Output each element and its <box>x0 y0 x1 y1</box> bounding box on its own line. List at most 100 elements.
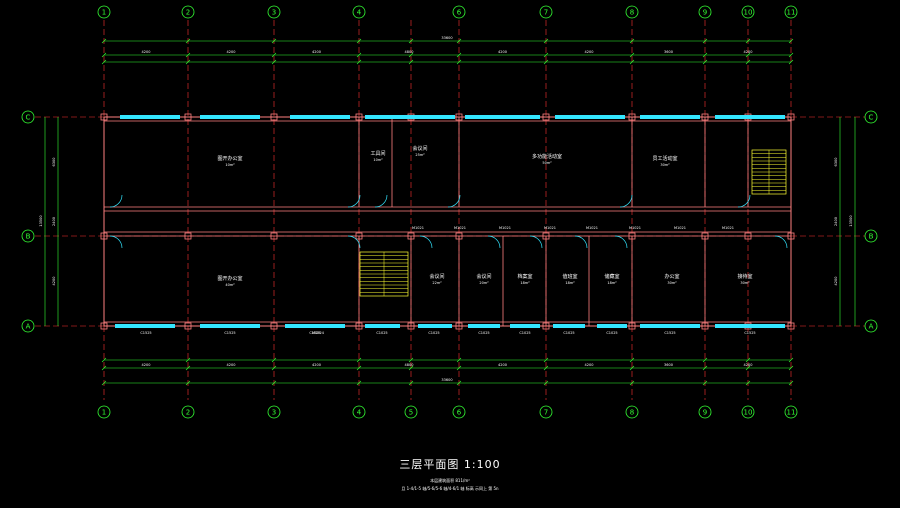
door-swing <box>529 235 543 249</box>
column <box>787 232 795 240</box>
column <box>184 232 192 240</box>
axis-bubble-bottom-9: 9 <box>698 405 712 419</box>
dim-top-span: 4200 <box>744 50 753 54</box>
column <box>355 113 363 121</box>
column <box>100 322 108 330</box>
dim-tick <box>745 365 751 371</box>
dim-tick <box>745 59 751 65</box>
room-area: 25m² <box>415 153 425 157</box>
room-name: 工具间 <box>370 150 385 157</box>
column <box>355 232 363 240</box>
window-bottom <box>468 324 500 328</box>
dim-tick <box>185 357 191 363</box>
axis-bubble-circle <box>21 319 35 333</box>
dim-tick <box>788 59 794 65</box>
axis-bubble-circle <box>539 5 553 19</box>
window-bottom <box>510 324 540 328</box>
axis-bubble-top-4: 4 <box>352 5 366 19</box>
dim-tick <box>629 365 635 371</box>
column <box>455 113 463 121</box>
dim-tick <box>543 59 549 65</box>
room-name: 图开办公室 <box>217 155 242 162</box>
door-tag: M1021 <box>544 226 556 230</box>
dim-tick <box>185 52 191 58</box>
axis-bubble-circle <box>625 5 639 19</box>
dim-tick <box>456 59 462 65</box>
window-tag: C1025 <box>606 331 617 335</box>
column <box>184 113 192 121</box>
axis-bubble-label: 2 <box>186 409 190 417</box>
dim-tick <box>456 38 462 44</box>
stair-central <box>359 251 409 297</box>
dim-tick <box>543 52 549 58</box>
door-swing <box>347 235 361 249</box>
axis-bubble-circle <box>404 405 418 419</box>
window-top <box>290 115 350 119</box>
dim-right-side: 4200 <box>834 277 838 286</box>
room-name: 会议间 <box>412 145 427 152</box>
axis-bubble-label: B <box>26 233 31 241</box>
door-tag: M1021 <box>722 226 734 230</box>
dim-overall-top: 33600 <box>441 36 452 40</box>
axis-bubble-circle <box>21 229 35 243</box>
dim-tick <box>185 365 191 371</box>
stair-east <box>751 149 787 195</box>
room-area: 18m² <box>607 281 617 285</box>
column <box>100 113 108 121</box>
window-bottom <box>365 324 400 328</box>
dim-left-side: 4200 <box>52 277 56 286</box>
dimension-lines <box>44 38 856 386</box>
dim-left-side: 2400 <box>52 217 56 226</box>
column <box>787 113 795 121</box>
room-name: 员工活动室 <box>652 155 677 162</box>
axis-bubble-label: 7 <box>544 409 548 417</box>
door-swing <box>487 235 501 249</box>
dim-tick <box>271 38 277 44</box>
window-top <box>465 115 540 119</box>
column <box>542 113 550 121</box>
dim-bottom-span: 3600 <box>664 363 673 367</box>
axis-bubble-circle <box>741 405 755 419</box>
axis-bubble-bottom-2: 2 <box>181 405 195 419</box>
axis-bubble-circle <box>864 110 878 124</box>
axis-bubble-label: 9 <box>703 409 707 417</box>
dim-tick <box>788 357 794 363</box>
dim-tick <box>745 52 751 58</box>
dim-tick <box>356 380 362 386</box>
axis-bubble-bottom-1: 1 <box>97 405 111 419</box>
axis-bubble-label: 3 <box>272 409 276 417</box>
axis-bubble-circle <box>352 5 366 19</box>
window-top <box>365 115 455 119</box>
window-tag: C1025 <box>478 331 489 335</box>
column <box>628 113 636 121</box>
axis-bubble-bottom-5: 5 <box>404 405 418 419</box>
axis-bubble-top-8: 8 <box>625 5 639 19</box>
axis-bubble-circle <box>864 319 878 333</box>
dim-right-total: 13500 <box>849 215 853 226</box>
dim-tick <box>101 38 107 44</box>
axis-bubble-circle <box>452 5 466 19</box>
window-top <box>200 115 260 119</box>
door-swing <box>574 235 588 249</box>
door-swing <box>774 235 788 249</box>
window-tag: C1025 <box>428 331 439 335</box>
axis-bubble-label: 1 <box>102 409 106 417</box>
dim-tick <box>788 38 794 44</box>
window-bottom <box>285 324 345 328</box>
dim-tick <box>356 365 362 371</box>
axis-bubble-top-1: 1 <box>97 5 111 19</box>
dim-tick <box>702 52 708 58</box>
axis-bubble-circle <box>181 5 195 19</box>
door-swing <box>447 194 461 208</box>
axis-bubble-bottom-10: 10 <box>741 405 755 419</box>
room-area: 30m² <box>660 163 670 167</box>
dim-tick <box>356 38 362 44</box>
dim-tick <box>702 59 708 65</box>
axis-bubble-label: 2 <box>186 9 190 17</box>
dim-top-span: 4200 <box>585 50 594 54</box>
room-area: 10m² <box>225 163 235 167</box>
room-area: 30m² <box>667 281 677 285</box>
door-swing <box>619 194 633 208</box>
dim-tick <box>408 38 414 44</box>
axis-bubble-top-9: 9 <box>698 5 712 19</box>
